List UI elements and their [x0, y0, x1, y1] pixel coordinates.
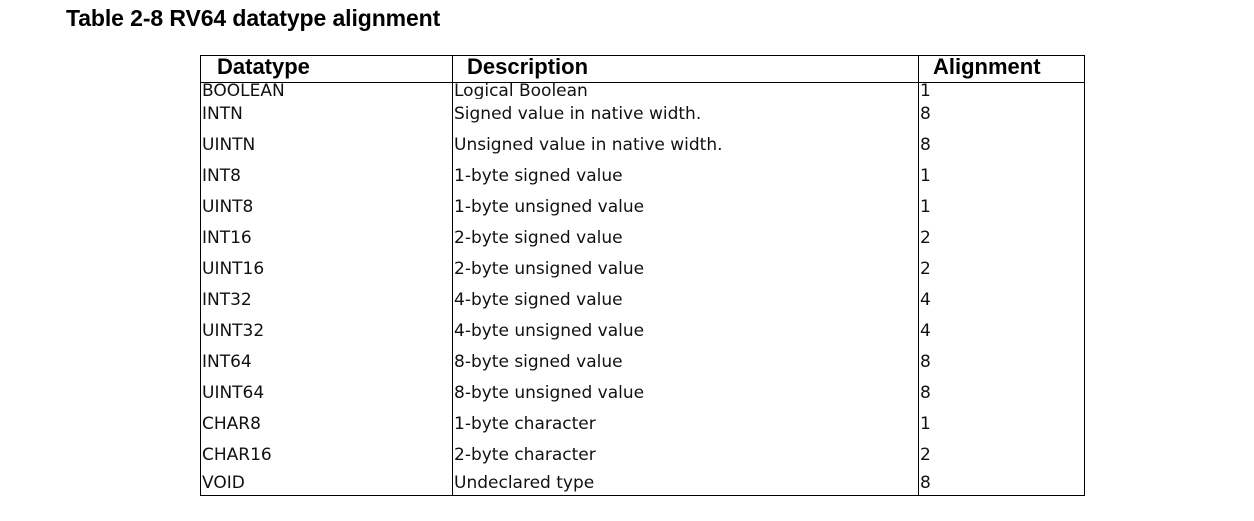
column-header-description: Description [452, 55, 919, 83]
table-row: INT32 4-byte signed value 4 [200, 285, 1085, 316]
cell-datatype: UINT32 [200, 316, 453, 347]
cell-alignment: 1 [918, 409, 1085, 440]
cell-description: 8-byte unsigned value [452, 378, 919, 409]
cell-datatype: CHAR16 [200, 440, 453, 471]
cell-alignment: 1 [918, 192, 1085, 223]
cell-datatype: INTN [200, 99, 453, 130]
cell-description: Unsigned value in native width. [452, 130, 919, 161]
cell-alignment: 4 [918, 285, 1085, 316]
cell-description: 1-byte signed value [452, 161, 919, 192]
cell-datatype: INT64 [200, 347, 453, 378]
table-row: INT16 2-byte signed value 2 [200, 223, 1085, 254]
cell-datatype: BOOLEAN [200, 82, 453, 99]
datatype-alignment-table: Datatype Description Alignment BOOLEAN L… [200, 55, 1085, 496]
cell-alignment: 2 [918, 254, 1085, 285]
table-row: UINT16 2-byte unsigned value 2 [200, 254, 1085, 285]
table-row: UINT64 8-byte unsigned value 8 [200, 378, 1085, 409]
cell-description: Undeclared type [452, 471, 919, 496]
cell-description: 2-byte unsigned value [452, 254, 919, 285]
cell-description: Signed value in native width. [452, 99, 919, 130]
cell-description: 1-byte unsigned value [452, 192, 919, 223]
table-row: CHAR8 1-byte character 1 [200, 409, 1085, 440]
cell-datatype: UINTN [200, 130, 453, 161]
table-row: VOID Undeclared type 8 [200, 471, 1085, 496]
cell-alignment: 1 [918, 161, 1085, 192]
column-header-alignment: Alignment [918, 55, 1085, 83]
table-row: UINTN Unsigned value in native width. 8 [200, 130, 1085, 161]
table-row: INT64 8-byte signed value 8 [200, 347, 1085, 378]
cell-alignment: 1 [918, 82, 1085, 99]
table-header-row: Datatype Description Alignment [200, 55, 1085, 83]
cell-description: Logical Boolean [452, 82, 919, 99]
table-row: UINT32 4-byte unsigned value 4 [200, 316, 1085, 347]
cell-datatype: VOID [200, 471, 453, 496]
cell-datatype: INT32 [200, 285, 453, 316]
cell-alignment: 8 [918, 378, 1085, 409]
table-row: CHAR16 2-byte character 2 [200, 440, 1085, 471]
cell-datatype: UINT16 [200, 254, 453, 285]
column-header-datatype: Datatype [200, 55, 453, 83]
cell-description: 1-byte character [452, 409, 919, 440]
table-row: INT8 1-byte signed value 1 [200, 161, 1085, 192]
cell-alignment: 4 [918, 316, 1085, 347]
cell-alignment: 2 [918, 440, 1085, 471]
table-row: UINT8 1-byte unsigned value 1 [200, 192, 1085, 223]
cell-datatype: UINT64 [200, 378, 453, 409]
table-row: BOOLEAN Logical Boolean 1 [200, 82, 1085, 99]
cell-alignment: 8 [918, 99, 1085, 130]
table-row: INTN Signed value in native width. 8 [200, 99, 1085, 130]
cell-alignment: 8 [918, 471, 1085, 496]
cell-alignment: 8 [918, 347, 1085, 378]
cell-datatype: INT8 [200, 161, 453, 192]
cell-datatype: UINT8 [200, 192, 453, 223]
cell-description: 4-byte signed value [452, 285, 919, 316]
cell-alignment: 8 [918, 130, 1085, 161]
cell-datatype: INT16 [200, 223, 453, 254]
cell-description: 8-byte signed value [452, 347, 919, 378]
cell-datatype: CHAR8 [200, 409, 453, 440]
cell-description: 2-byte signed value [452, 223, 919, 254]
cell-description: 2-byte character [452, 440, 919, 471]
cell-alignment: 2 [918, 223, 1085, 254]
cell-description: 4-byte unsigned value [452, 316, 919, 347]
table-caption: Table 2-8 RV64 datatype alignment [66, 5, 441, 31]
